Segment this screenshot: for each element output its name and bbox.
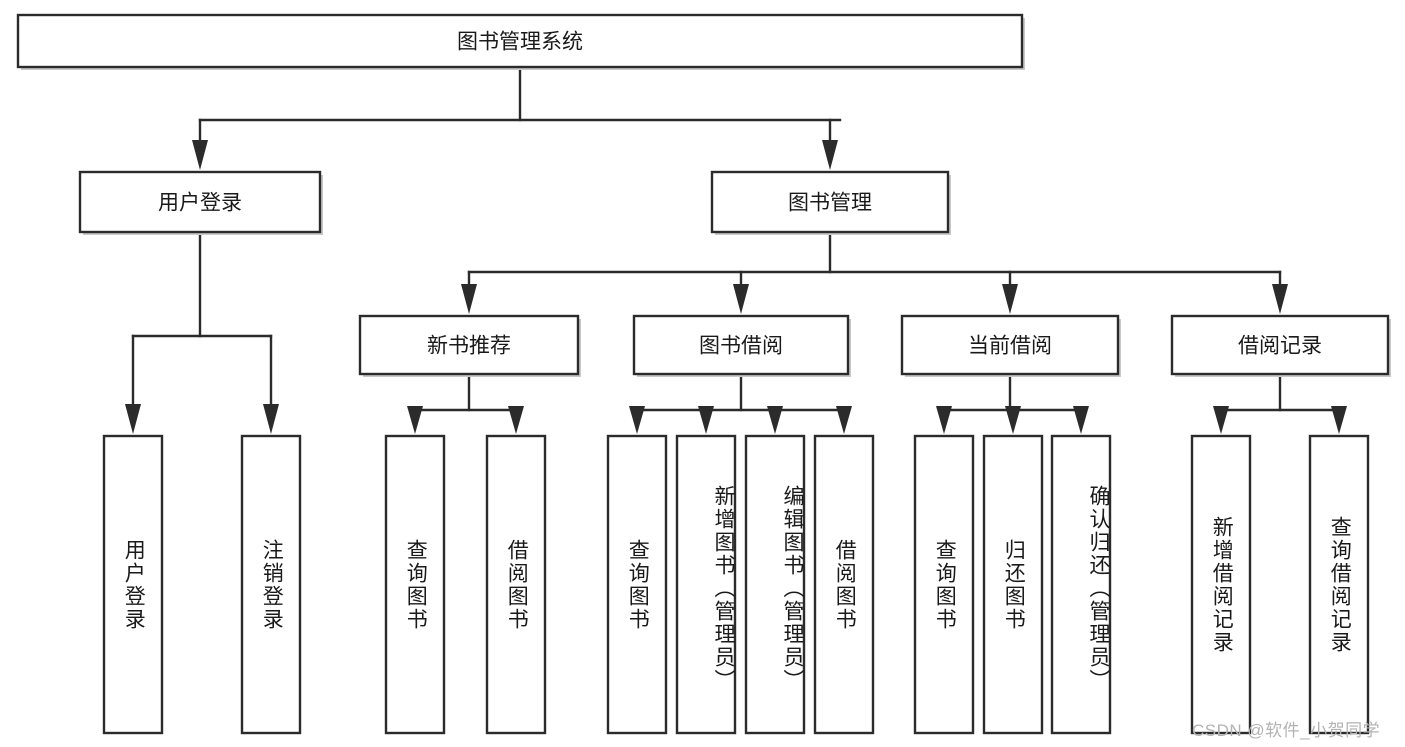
arrow-head-leaf-user-login: [125, 404, 141, 434]
arrow-head-leaf-borrow-book-recommend: [508, 406, 524, 434]
arrow-head-leaf-borrow-book: [836, 406, 852, 434]
leaf-query-book-current-rect[interactable]: [913, 434, 975, 735]
node-new-book-recommend-rect[interactable]: [358, 314, 580, 376]
arrow-head-borrow-record: [1272, 284, 1288, 314]
arrow-head-leaf-add-borrow-record: [1213, 406, 1229, 434]
leaf-edit-book-rect[interactable]: [744, 434, 806, 735]
node-current-borrow-label: 当前借阅: [968, 335, 1052, 358]
leaf-logout-rect[interactable]: [240, 434, 302, 735]
leaf-borrow-book-rect[interactable]: [813, 434, 875, 735]
node-new-book-recommend[interactable]: 新书推荐: [358, 314, 581, 377]
arrow-head-user-login: [192, 140, 208, 170]
arrow-head-book-management: [822, 140, 838, 170]
arrow-head-leaf-return-book: [1005, 406, 1021, 434]
arrow-head-leaf-query-book-borrow: [629, 406, 645, 434]
node-user-login-rect[interactable]: [78, 170, 322, 234]
leaf-add-book-rect[interactable]: [675, 434, 737, 735]
node-user-login[interactable]: 用户登录: [78, 170, 323, 235]
arrow-head-leaf-query-book-recommend: [407, 406, 423, 434]
leaf-add-borrow-record-rect[interactable]: [1190, 434, 1252, 735]
arrow-head-leaf-confirm-return: [1073, 406, 1089, 434]
node-book-management-label: 图书管理: [788, 192, 872, 215]
arrow-head-book-borrow: [733, 284, 749, 314]
arrow-head-leaf-query-borrow-record: [1331, 406, 1347, 434]
node-new-book-recommend-label: 新书推荐: [427, 335, 511, 358]
node-user-login-label: 用户登录: [158, 192, 242, 215]
csdn-watermark: CSDN @软件_小贺同学: [1192, 721, 1381, 740]
node-current-borrow[interactable]: 当前借阅: [900, 314, 1121, 377]
node-borrow-record-rect[interactable]: [1170, 314, 1390, 376]
arrow-head-leaf-logout: [263, 404, 279, 434]
node-book-management[interactable]: 图书管理: [710, 170, 951, 235]
arrow-head-leaf-query-book-current: [936, 406, 952, 434]
leaf-return-book-rect[interactable]: [982, 434, 1044, 735]
node-root-label: 图书管理系统: [457, 31, 583, 54]
leaf-borrow-book-recommend-rect[interactable]: [485, 434, 547, 735]
leaf-query-book-borrow-rect[interactable]: [606, 434, 668, 735]
node-book-borrow-label: 图书借阅: [699, 335, 783, 358]
arrow-head-new-book-recommend: [461, 284, 477, 314]
leaf-node-layer: [102, 434, 1370, 735]
node-borrow-record[interactable]: 借阅记录: [1170, 314, 1391, 377]
leaf-user-login-rect[interactable]: [102, 434, 164, 735]
arrow-head-current-borrow: [1002, 284, 1018, 314]
leaf-confirm-return-rect[interactable]: [1050, 434, 1112, 735]
leaf-query-borrow-record-rect[interactable]: [1308, 434, 1370, 735]
node-current-borrow-rect[interactable]: [900, 314, 1120, 376]
arrow-head-leaf-edit-book: [767, 406, 783, 434]
node-book-management-rect[interactable]: [710, 170, 950, 234]
node-root-rect[interactable]: [16, 13, 1024, 69]
leaf-query-book-recommend-rect[interactable]: [384, 434, 446, 735]
node-book-borrow[interactable]: 图书借阅: [632, 314, 851, 377]
node-borrow-record-label: 借阅记录: [1238, 335, 1322, 358]
node-root[interactable]: 图书管理系统: [16, 13, 1025, 70]
arrow-head-leaf-add-book: [698, 406, 714, 434]
node-book-borrow-rect[interactable]: [632, 314, 850, 376]
connector-layer: [125, 65, 1347, 434]
